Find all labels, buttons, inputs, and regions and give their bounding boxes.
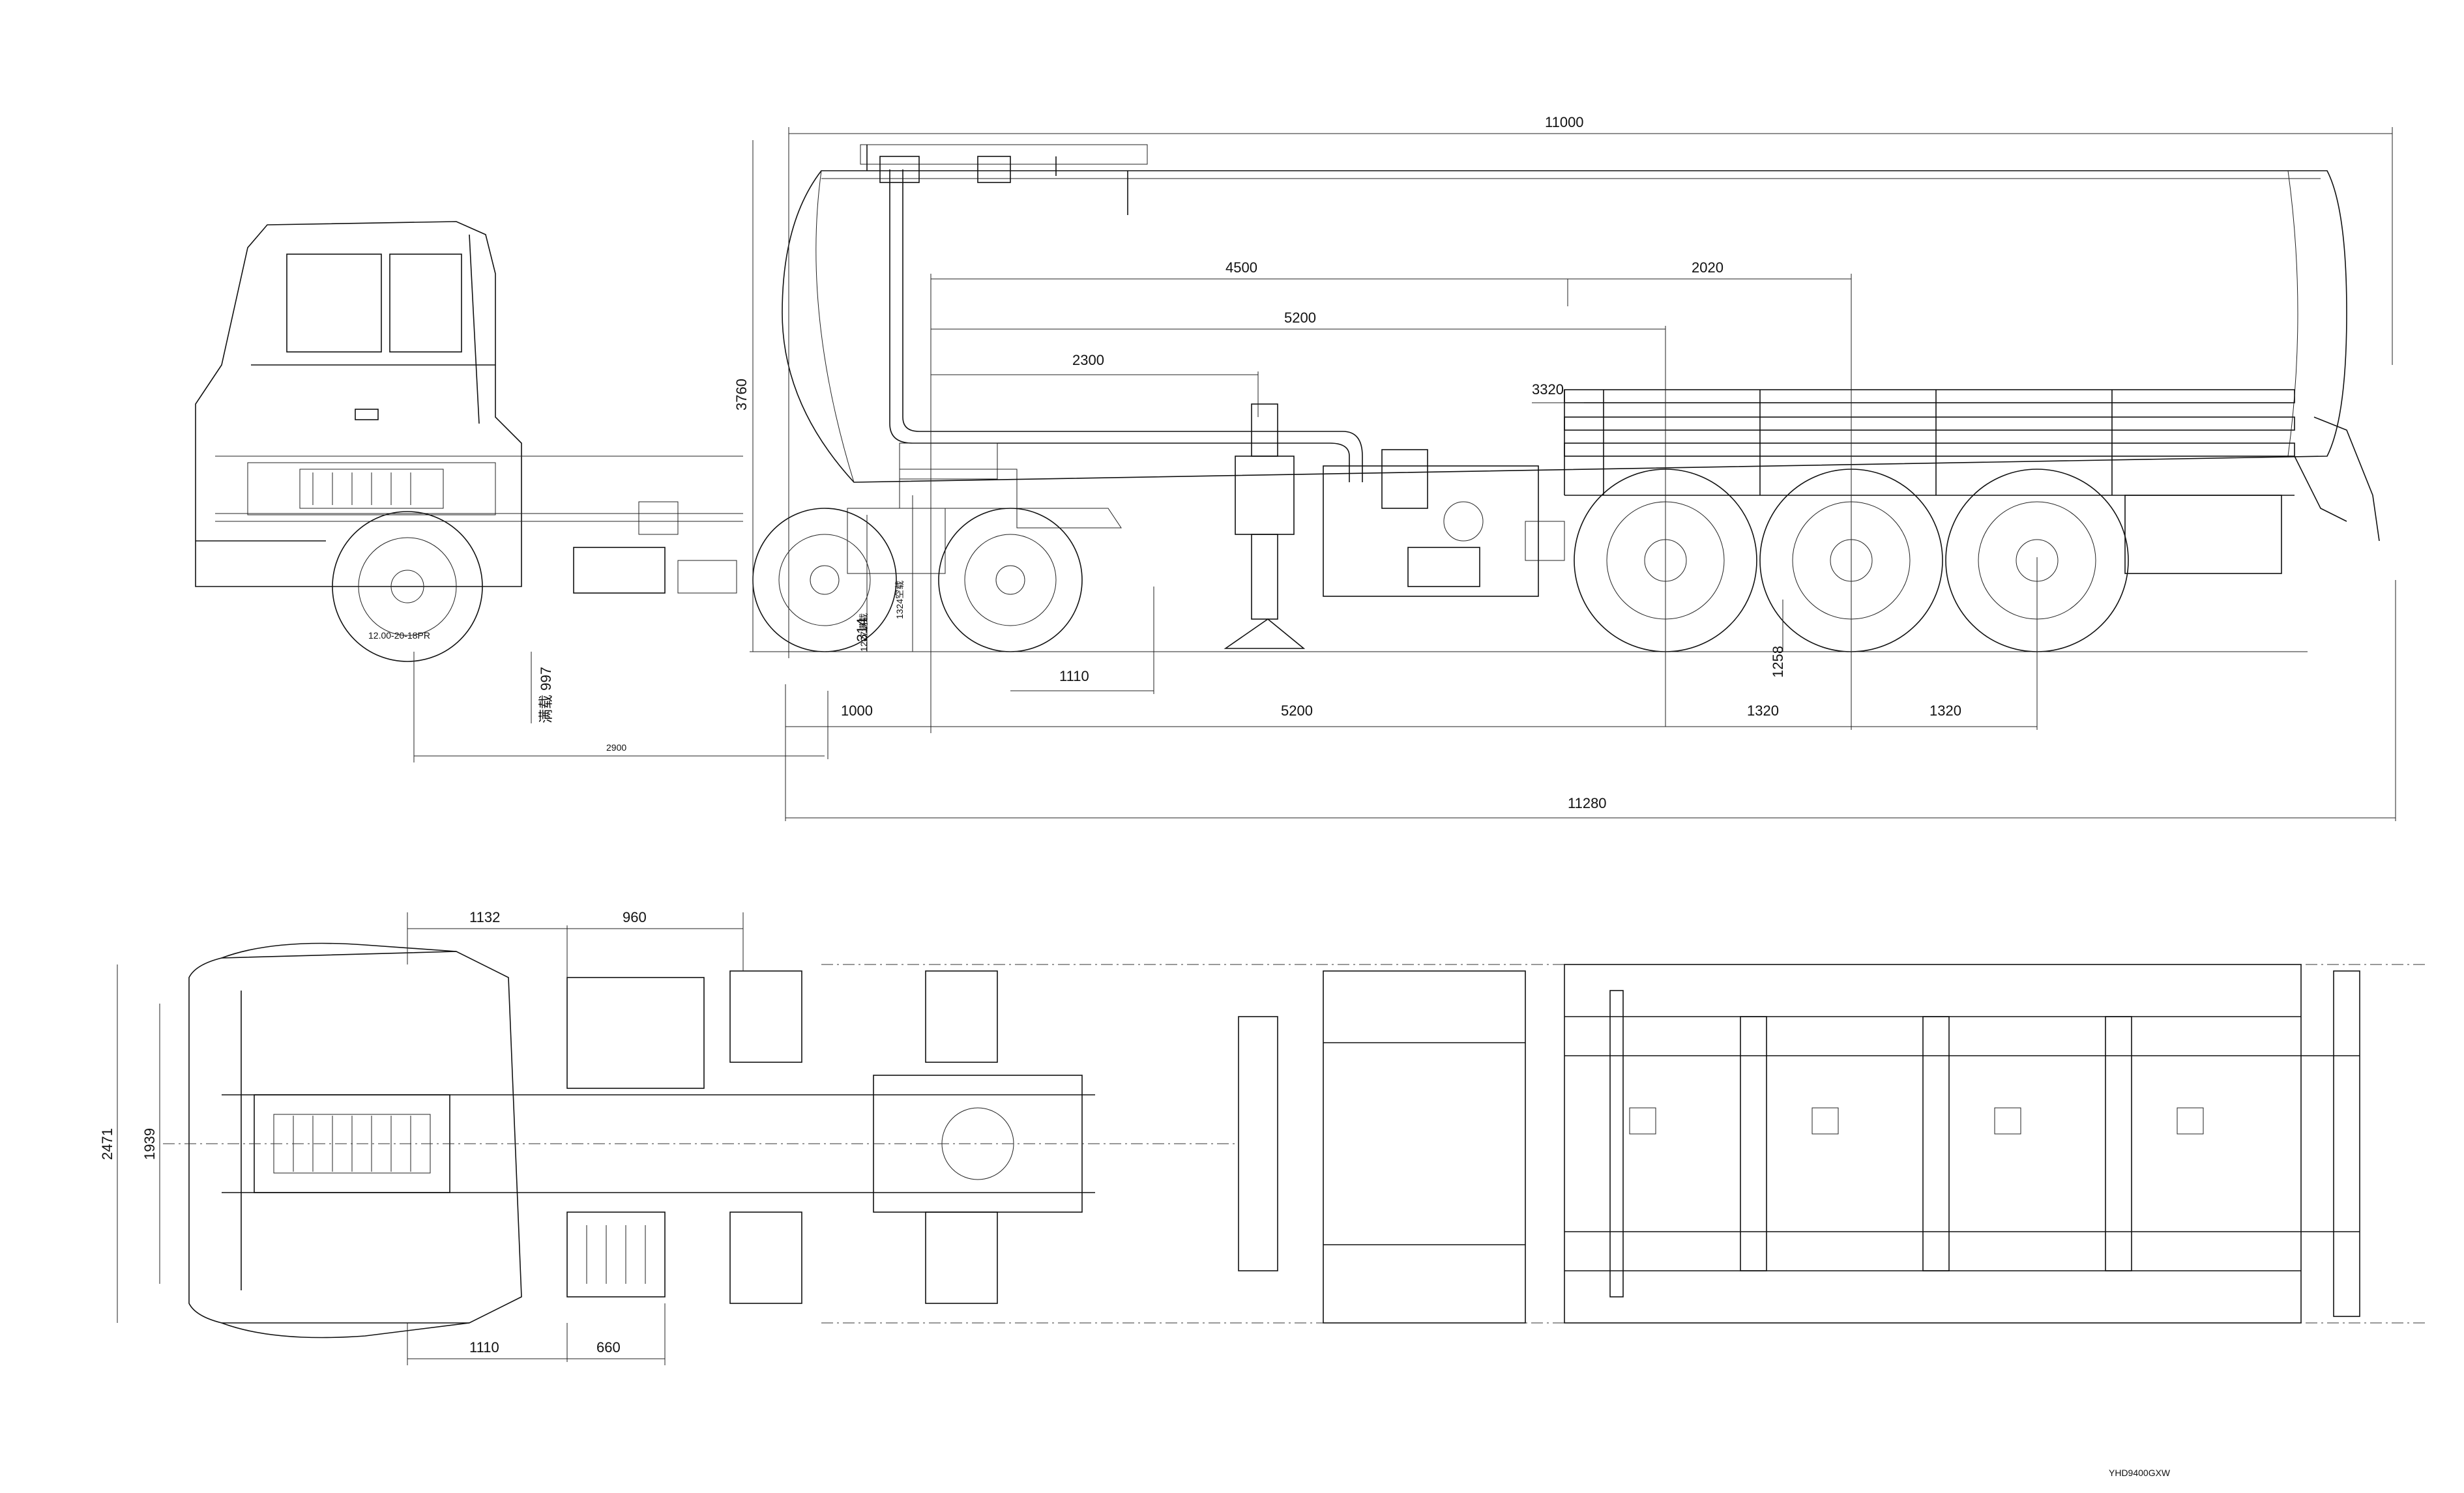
dim-1939: 1939 (141, 1128, 158, 1160)
dim-1320-b: 1320 (1929, 703, 1961, 719)
tractor-rear-wheel-1 (752, 508, 897, 652)
side-view: 11000 4500 2020 5200 2300 3320 3760 1000… (195, 114, 2396, 821)
tractor-rear-wheel-2 (938, 508, 1083, 652)
side-dimension-lines (413, 127, 2396, 821)
side-dimension-labels: 11000 4500 2020 5200 2300 3320 3760 1000… (368, 114, 1961, 811)
dim-2300: 2300 (1072, 352, 1104, 368)
tractor-cab (195, 221, 743, 587)
compressor-unit (1323, 449, 1565, 597)
landing-leg (1224, 403, 1306, 649)
dim-5200-top: 5200 (1284, 310, 1316, 326)
top-view-trailer (1238, 964, 2360, 1324)
dim-5200-bottom: 5200 (1281, 703, 1313, 719)
dim-1000: 1000 (841, 703, 873, 719)
dim-1320-a: 1320 (1747, 703, 1779, 719)
dim-1324: 1324空载 (894, 581, 905, 619)
trailer-frame (1564, 389, 2295, 496)
dim-1132: 1132 (469, 909, 500, 925)
tire-spec: 12.00-20-18PR (368, 630, 430, 641)
dim-314: 314 (854, 618, 870, 642)
dim-1110-side: 1110 (1059, 668, 1089, 684)
dim-overall-length: 11280 (1568, 795, 1607, 811)
dim-2020: 2020 (1692, 259, 1723, 276)
model-code: YHD9400GXW (2109, 1468, 2171, 1478)
dim-960: 960 (623, 909, 647, 925)
rear-bumper-ladder (2124, 416, 2380, 574)
dim-height: 3760 (733, 379, 750, 411)
top-view-tractor (163, 942, 2425, 1339)
dim-2900: 2900 (606, 742, 626, 753)
dim-660: 660 (596, 1339, 621, 1355)
dim-overall-tank-length: 11000 (1545, 114, 1584, 130)
tractor-front-wheel (332, 511, 483, 662)
tractor-chassis (247, 462, 1122, 594)
dim-2471: 2471 (99, 1128, 115, 1160)
dim-997: 满载 997 (538, 667, 554, 723)
dim-1227: 1227满载 (858, 613, 869, 652)
dim-1258: 1258 (1770, 646, 1786, 678)
dim-3320: 3320 (1532, 381, 1564, 398)
dim-1110-top: 1110 (469, 1339, 499, 1355)
top-pipework (860, 144, 1363, 482)
dim-4500: 4500 (1225, 259, 1257, 276)
top-view-tractor-dims: 2471 1939 1132 960 1110 660 (99, 909, 744, 1365)
